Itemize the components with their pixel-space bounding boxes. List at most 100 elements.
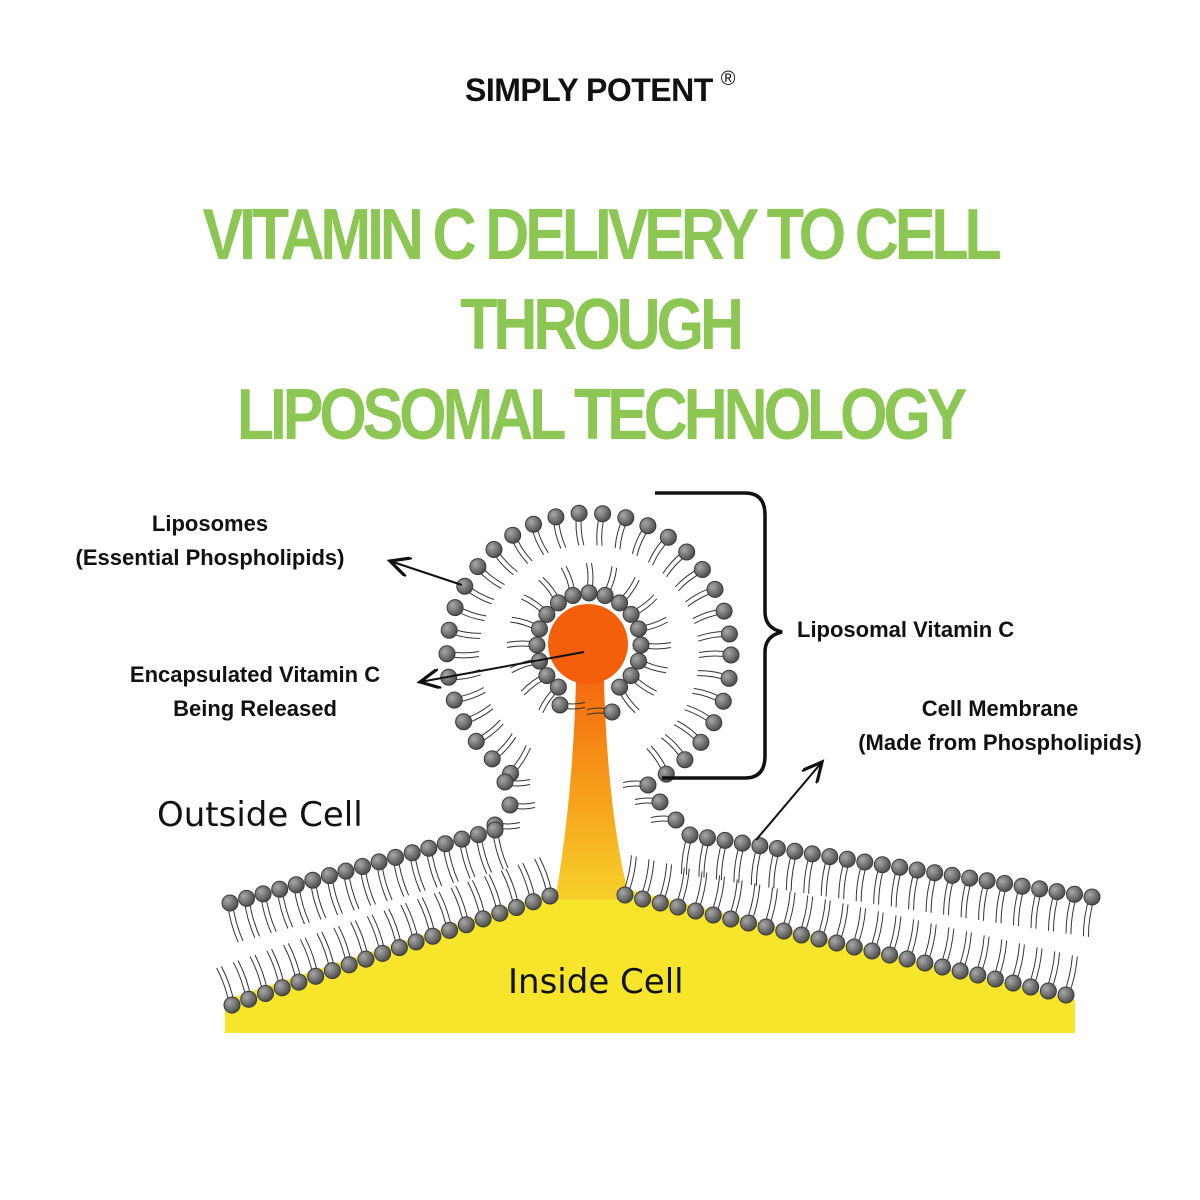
phospholipid-head	[669, 898, 687, 916]
phospholipid-head	[733, 834, 751, 852]
phospholipid-head	[722, 910, 740, 928]
phospholipid-head	[538, 605, 556, 623]
cell-interior	[225, 890, 1075, 1033]
phospholipid-head	[693, 561, 711, 578]
phospholipid-head	[501, 796, 519, 814]
encapsulated-label: Encapsulated Vitamin C Being Released	[95, 658, 415, 726]
phospholipid-head	[863, 942, 881, 960]
phospholipid-head	[617, 509, 635, 527]
phospholipid-head	[1004, 974, 1022, 992]
phospholipid-head	[720, 625, 738, 643]
phospholipid-head	[678, 543, 696, 561]
phospholipid-head	[290, 973, 308, 991]
phospholipid-head	[716, 831, 734, 849]
phospholipid-head	[786, 842, 804, 860]
phospholipid-head	[485, 541, 503, 558]
phospholipid-head	[374, 944, 392, 962]
phospholipid-head	[424, 927, 442, 945]
liposomes-label-line-1: Liposomes	[151, 511, 269, 536]
phospholipid-head	[456, 577, 474, 595]
phospholipid-head	[407, 933, 425, 951]
phospholipid-head	[453, 830, 471, 848]
phospholipid-head	[821, 848, 839, 866]
phospholipid-head	[676, 751, 694, 769]
phospholipid-heads	[221, 504, 1101, 1014]
phospholipid-head	[504, 526, 522, 544]
phospholipid-head	[659, 528, 677, 546]
phospholipid-head	[720, 669, 738, 687]
phospholipid-head	[354, 858, 371, 875]
title-line-2: LIPOSOMAL TECHNOLOGY	[236, 375, 968, 455]
phospholipid-head	[541, 887, 559, 905]
phospholipid-head	[908, 861, 926, 879]
phospholipid-head	[603, 703, 621, 721]
phospholipid-head	[538, 667, 556, 685]
phospholipid-head	[714, 692, 732, 710]
phospholipid-head	[287, 876, 305, 894]
phospholipid-head	[570, 504, 588, 522]
phospholipid-head	[238, 889, 256, 907]
phospholipid-head	[705, 714, 723, 732]
liposomes-arrow	[390, 561, 463, 586]
phospholipid-head	[436, 835, 454, 853]
phospholipid-head	[337, 862, 355, 880]
phospholipid-head	[551, 696, 569, 714]
page-title: VITAMIN C DELIVERY TO CELL THROUGH LIPOS…	[90, 190, 1110, 460]
title-line-1: VITAMIN C DELIVERY TO CELL THROUGH	[202, 195, 1001, 365]
phospholipid-head	[687, 902, 705, 920]
phospholipid-head	[898, 950, 916, 968]
phospholipid-head	[611, 678, 629, 696]
phospholipid-head	[403, 844, 421, 862]
phospholipid-head	[221, 894, 239, 912]
phospholipid-head	[986, 970, 1004, 988]
liposome-bracket	[655, 491, 783, 780]
phospholipid-head	[525, 515, 542, 533]
phospholipid-head	[667, 811, 685, 829]
phospholipid-head	[881, 946, 899, 964]
registered-mark: ®	[720, 68, 736, 90]
brand-name: SIMPLY POTENT	[464, 72, 713, 108]
phospholipid-head	[370, 853, 388, 871]
phospholipid-head	[547, 508, 565, 526]
phospholipid-head	[681, 826, 699, 844]
phospholipid-head	[531, 620, 548, 638]
phospholipid-head	[873, 856, 891, 874]
phospholipid-head	[445, 691, 463, 709]
outside-cell-label: Outside Cell	[157, 795, 363, 835]
phospholipid-head	[634, 890, 652, 908]
phospholipid-head	[491, 904, 509, 922]
liposomes-label: Liposomes (Essential Phospholipids)	[40, 507, 380, 575]
phospholipid-head	[549, 594, 567, 612]
liposomal-vitamin-c-label: Liposomal Vitamin C	[797, 613, 1014, 647]
phospholipid-head	[951, 962, 969, 980]
phospholipid-head	[357, 950, 375, 968]
cell-membrane-label: Cell Membrane (Made from Phospholipids)	[820, 692, 1180, 760]
phospholipid-head	[740, 914, 757, 932]
phospholipid-head	[320, 867, 338, 885]
phospholipid-head	[1022, 978, 1040, 996]
phospholipid-head	[446, 599, 464, 617]
phospholipid-head	[622, 605, 640, 623]
phospholipid-head	[549, 678, 567, 696]
cell-membrane-label-line-2: (Made from Phospholipids)	[858, 730, 1142, 755]
inside-cell-label: Inside Cell	[508, 962, 684, 1002]
phospholipid-head	[223, 996, 241, 1014]
phospholipid-head	[564, 587, 582, 604]
phospholipid-head	[639, 776, 657, 794]
phospholipid-head	[616, 886, 634, 904]
phospholipid-head	[441, 921, 459, 939]
phospholipid-head	[969, 966, 987, 984]
phospholipid-head	[961, 869, 979, 887]
phospholipid-head	[1066, 885, 1083, 903]
phospholipid-head	[457, 916, 475, 934]
phospholipid-head	[483, 750, 501, 768]
phospholipid-head	[775, 922, 793, 940]
vitamin-c-release-stream	[555, 680, 630, 900]
brand-logo: SIMPLY POTENT ®	[0, 68, 1200, 109]
phospholipid-head	[508, 899, 525, 916]
phospholipid-head	[838, 850, 856, 868]
phospholipid-head	[792, 926, 810, 944]
phospholipid-head	[722, 646, 740, 664]
phospholipid-head	[651, 793, 669, 811]
